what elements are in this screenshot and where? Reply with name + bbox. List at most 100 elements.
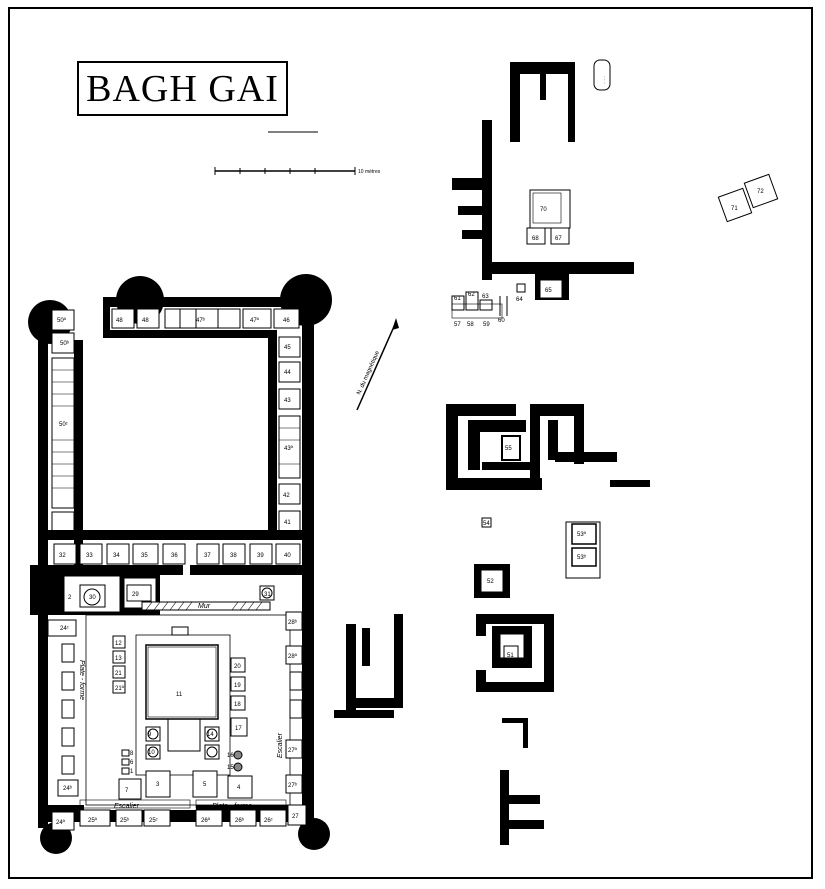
room-label: 10: [148, 750, 155, 756]
room-label: 30: [89, 595, 96, 601]
room-label: 28ᵇ: [288, 619, 298, 626]
room-label: 11: [176, 692, 183, 698]
room-label: 48: [116, 318, 123, 324]
room-label: 12: [115, 641, 122, 647]
room-label: 39: [257, 553, 264, 559]
room-label: 57: [454, 322, 461, 328]
room-label: 37: [204, 553, 211, 559]
platform-label-bottom: Plate - forme: [212, 803, 252, 810]
room-label: 25ª: [88, 817, 98, 824]
room-label: 16: [227, 753, 234, 759]
room-label: 47ᵇ: [196, 317, 206, 324]
platform-label-left: Plate - forme: [78, 660, 85, 700]
room-label: 15: [227, 765, 234, 771]
room-label: 48: [142, 318, 149, 324]
room-label: 24ᵇ: [63, 785, 73, 792]
north-label: N. du magnétique: [356, 349, 381, 395]
room-label: 2: [68, 595, 72, 601]
room-label: 67: [555, 236, 562, 242]
room-label: 32: [59, 553, 66, 559]
room-label: 19: [234, 683, 241, 689]
room-label: 70: [540, 207, 547, 213]
room-label: 51: [507, 653, 514, 659]
room-label: 13: [115, 656, 122, 662]
room-label: 61: [454, 296, 461, 302]
room-label: 24ª: [56, 819, 66, 826]
room-label: 43ª: [284, 445, 294, 452]
room-label: 46: [283, 318, 290, 324]
room-label: 40: [284, 553, 291, 559]
room-label: 25ᵇ: [120, 817, 130, 824]
room-label: 26ᵇ: [235, 817, 245, 824]
room-label: 5: [203, 782, 207, 788]
room-label: 54: [483, 521, 490, 527]
main-complex: [28, 274, 332, 854]
room-label: 27ᵇ: [288, 782, 298, 789]
room-label: 47ª: [250, 317, 260, 324]
room-label: 21ª: [115, 685, 125, 692]
room-label: 50ᵇ: [60, 340, 70, 347]
room-label: 3: [156, 782, 160, 788]
room-label: 68: [532, 236, 539, 242]
room-label: 24ᶜ: [60, 626, 69, 632]
room-label: 58: [467, 322, 474, 328]
room-label: 53ª: [577, 531, 587, 538]
room-label: 56: [489, 424, 496, 430]
room-label: 42: [283, 493, 290, 499]
room-label: 52: [487, 579, 494, 585]
central-east-complex: [446, 404, 650, 490]
room-label: 45: [284, 345, 291, 351]
room-label: 50ª: [57, 317, 67, 324]
room-label: 26ᶜ: [264, 818, 273, 824]
room-label: 38: [230, 553, 237, 559]
room-label: 26ª: [201, 817, 211, 824]
room-label: 34: [113, 553, 120, 559]
room-label: 55: [505, 446, 512, 452]
room-labels: 50ª 50ᵇ 50ᶜ 48 48 47ᵇ 47ª 46 45 44 43 43…: [56, 189, 764, 826]
title-box: BAGH GAI: [77, 61, 288, 116]
room-label: 6: [130, 760, 134, 766]
room-label: 44: [284, 370, 291, 376]
feature-labels: Mur Plate - forme Plate - forme Escalier…: [78, 603, 284, 810]
room-label: 31: [264, 592, 271, 598]
room-label: 29: [132, 592, 139, 598]
room-label: 64: [516, 297, 523, 303]
page-frame: [8, 7, 813, 879]
room-label: 25ᶜ: [149, 818, 158, 824]
stair-label-right: Escalier: [277, 732, 284, 758]
se-shrines: [334, 517, 601, 845]
room-label: 50ᶜ: [59, 422, 68, 428]
room-label: 27: [292, 814, 299, 820]
room-label: 59: [483, 322, 490, 328]
room-label: 72: [757, 189, 764, 195]
stair-label: Escalier: [114, 803, 140, 810]
room-label: 14: [207, 732, 214, 738]
room-label: 71: [731, 206, 738, 212]
room-label: 35: [141, 553, 148, 559]
room-label: 27ª: [288, 747, 298, 754]
room-label: 41: [284, 520, 291, 526]
room-label: 9: [148, 732, 152, 738]
room-label: 1: [130, 769, 134, 775]
svg-text:· · ·: · · ·: [601, 76, 607, 84]
room-label: 36: [171, 553, 178, 559]
room-label: 43: [284, 398, 291, 404]
north-arrow: N. du magnétique: [356, 318, 399, 411]
room-label: 62: [468, 292, 475, 298]
ne-complex: · · ·: [451, 59, 779, 319]
room-label: 8: [130, 751, 134, 757]
room-label: 4: [237, 785, 241, 791]
scale-bar: 10 mètres: [214, 167, 381, 175]
room-label: 65: [545, 288, 552, 294]
scale-label: 10 mètres: [358, 169, 381, 175]
room-label: 33: [86, 553, 93, 559]
room-label: 28ª: [288, 653, 298, 660]
plan-title: BAGH GAI: [86, 67, 279, 110]
room-label: 7: [125, 788, 129, 794]
room-label: 17: [235, 726, 242, 732]
room-label: 53ᵇ: [577, 554, 587, 561]
room-label: 18: [234, 702, 241, 708]
room-label: 60: [498, 318, 505, 324]
room-label: 20: [234, 664, 241, 670]
